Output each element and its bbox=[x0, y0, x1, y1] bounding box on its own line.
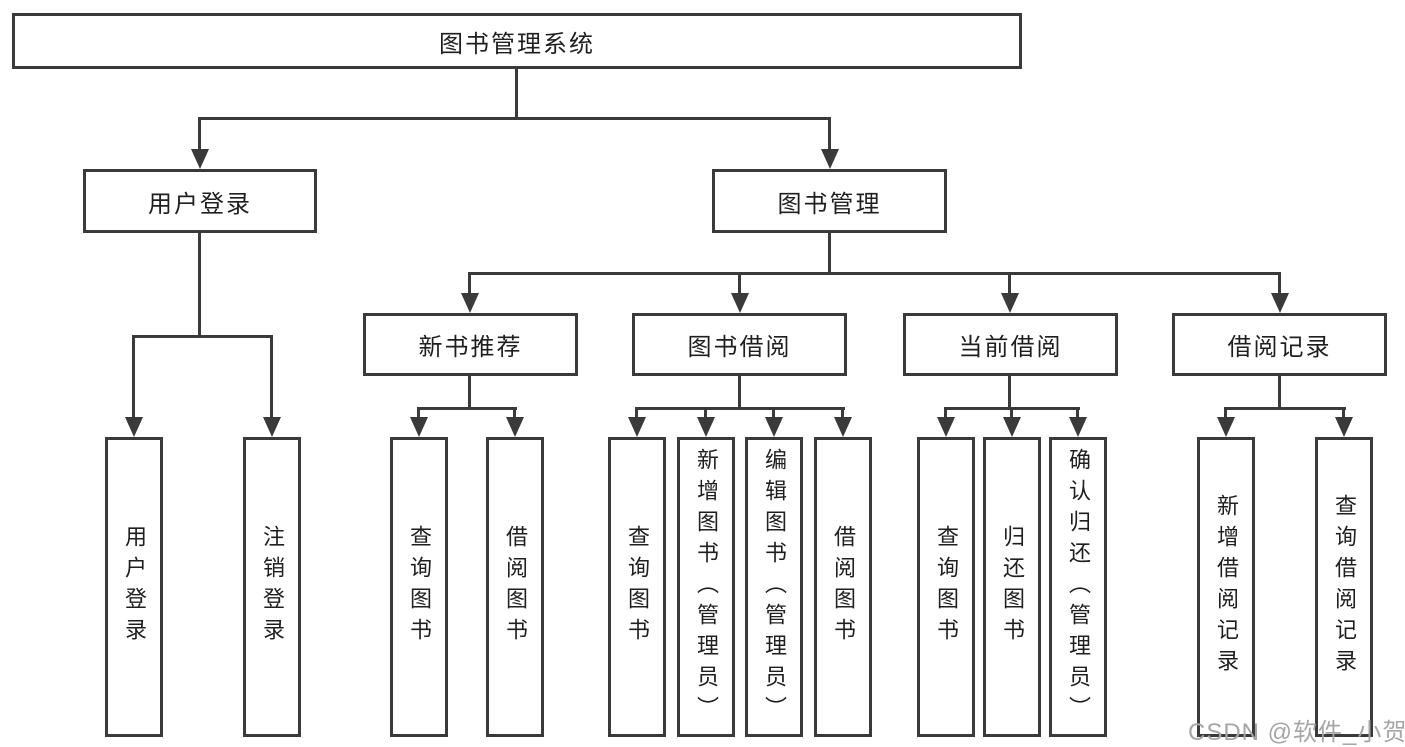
connector-line bbox=[132, 335, 135, 419]
connector-line bbox=[772, 407, 775, 421]
arrow-down-icon bbox=[1217, 417, 1235, 437]
leaf-add-book-admin: 新增图书（管理员） bbox=[677, 437, 735, 737]
node-book-management: 图书管理 bbox=[712, 169, 947, 233]
connector-line bbox=[1342, 407, 1345, 421]
arrow-down-icon bbox=[125, 417, 143, 437]
arrow-down-icon bbox=[1069, 417, 1087, 437]
connector-line bbox=[1008, 376, 1011, 408]
connector-line bbox=[417, 407, 517, 410]
root-title-label: 图书管理系统 bbox=[439, 30, 595, 58]
connector-line bbox=[468, 272, 471, 296]
leaf-label: 借阅图书 bbox=[831, 525, 856, 649]
leaf-borrow-books-recommend: 借阅图书 bbox=[486, 437, 544, 737]
arrow-down-icon bbox=[697, 417, 715, 437]
connector-line bbox=[515, 68, 518, 118]
arrow-down-icon bbox=[1003, 417, 1021, 437]
csdn-watermark: CSDN @软件_小贺同学 bbox=[1188, 719, 1405, 746]
connector-line bbox=[1278, 376, 1281, 408]
connector-line bbox=[1008, 272, 1011, 296]
node-book-borrow: 图书借阅 bbox=[632, 313, 847, 376]
connector-line bbox=[828, 232, 831, 273]
connector-line bbox=[417, 407, 420, 421]
arrow-down-icon bbox=[1271, 293, 1289, 313]
connector-line bbox=[1010, 407, 1013, 421]
leaf-label: 查询图书 bbox=[407, 525, 432, 649]
leaf-add-borrow-record: 新增借阅记录 bbox=[1197, 437, 1255, 737]
leaf-query-books-current: 查询图书 bbox=[917, 437, 975, 737]
leaf-label: 借阅图书 bbox=[503, 525, 528, 649]
arrow-down-icon bbox=[821, 149, 839, 169]
leaf-return-book: 归还图书 bbox=[983, 437, 1041, 737]
connector-line bbox=[1224, 407, 1346, 410]
connector-line bbox=[468, 272, 1281, 275]
connector-line bbox=[1278, 272, 1281, 296]
connector-line bbox=[198, 232, 201, 336]
leaf-label: 查询图书 bbox=[625, 525, 650, 649]
connector-line bbox=[270, 335, 273, 419]
connector-line bbox=[198, 117, 831, 120]
leaf-label: 查询图书 bbox=[934, 525, 959, 649]
leaf-query-books-recommend: 查询图书 bbox=[390, 437, 448, 737]
node-new-book-recommend: 新书推荐 bbox=[363, 313, 578, 376]
node-label: 借阅记录 bbox=[1227, 334, 1332, 361]
arrow-down-icon bbox=[765, 417, 783, 437]
leaf-label: 用户登录 bbox=[122, 525, 147, 649]
connector-line bbox=[1224, 407, 1227, 421]
leaf-edit-book-admin: 编辑图书（管理员） bbox=[745, 437, 803, 737]
leaf-label: 注销登录 bbox=[260, 525, 285, 649]
connector-line bbox=[704, 407, 707, 421]
arrow-down-icon bbox=[937, 417, 955, 437]
connector-line bbox=[828, 117, 831, 151]
arrow-down-icon bbox=[263, 417, 281, 437]
connector-line bbox=[635, 407, 638, 421]
leaf-label: 新增图书（管理员） bbox=[694, 447, 719, 727]
connector-line bbox=[841, 407, 844, 421]
connector-line bbox=[738, 376, 741, 408]
arrow-down-icon bbox=[191, 149, 209, 169]
leaf-user-login: 用户登录 bbox=[105, 437, 163, 737]
arrow-down-icon bbox=[731, 293, 749, 313]
arrow-down-icon bbox=[506, 417, 524, 437]
node-label: 当前借阅 bbox=[958, 334, 1063, 361]
arrow-down-icon bbox=[1335, 417, 1353, 437]
node-label: 图书借阅 bbox=[687, 334, 792, 361]
connector-line bbox=[132, 335, 273, 338]
leaf-query-books-borrow: 查询图书 bbox=[608, 437, 666, 737]
connector-line bbox=[513, 407, 516, 421]
leaf-logout: 注销登录 bbox=[243, 437, 301, 737]
connector-line bbox=[944, 407, 947, 421]
leaf-label: 归还图书 bbox=[1000, 525, 1025, 649]
node-borrow-records: 借阅记录 bbox=[1172, 313, 1387, 376]
leaf-label: 确认归还（管理员） bbox=[1066, 447, 1091, 727]
arrow-down-icon bbox=[461, 293, 479, 313]
leaf-label: 新增借阅记录 bbox=[1214, 494, 1239, 680]
connector-line bbox=[635, 407, 845, 410]
leaf-label: 编辑图书（管理员） bbox=[762, 447, 787, 727]
node-label: 用户登录 bbox=[148, 190, 252, 218]
connector-line bbox=[468, 376, 471, 408]
arrow-down-icon bbox=[628, 417, 646, 437]
node-current-borrow: 当前借阅 bbox=[903, 313, 1118, 376]
node-label: 图书管理 bbox=[777, 190, 882, 218]
arrow-down-icon bbox=[834, 417, 852, 437]
leaf-query-borrow-record: 查询借阅记录 bbox=[1315, 437, 1373, 737]
arrow-down-icon bbox=[1001, 293, 1019, 313]
node-label: 新书推荐 bbox=[418, 334, 523, 361]
connector-line bbox=[1076, 407, 1079, 421]
leaf-label: 查询借阅记录 bbox=[1332, 494, 1357, 680]
arrow-down-icon bbox=[410, 417, 428, 437]
node-user-login: 用户登录 bbox=[83, 169, 317, 233]
leaf-borrow-books: 借阅图书 bbox=[814, 437, 872, 737]
connector-line bbox=[738, 272, 741, 296]
connector-line bbox=[198, 117, 201, 151]
leaf-confirm-return-admin: 确认归还（管理员） bbox=[1049, 437, 1107, 737]
node-root-title: 图书管理系统 bbox=[12, 13, 1022, 69]
